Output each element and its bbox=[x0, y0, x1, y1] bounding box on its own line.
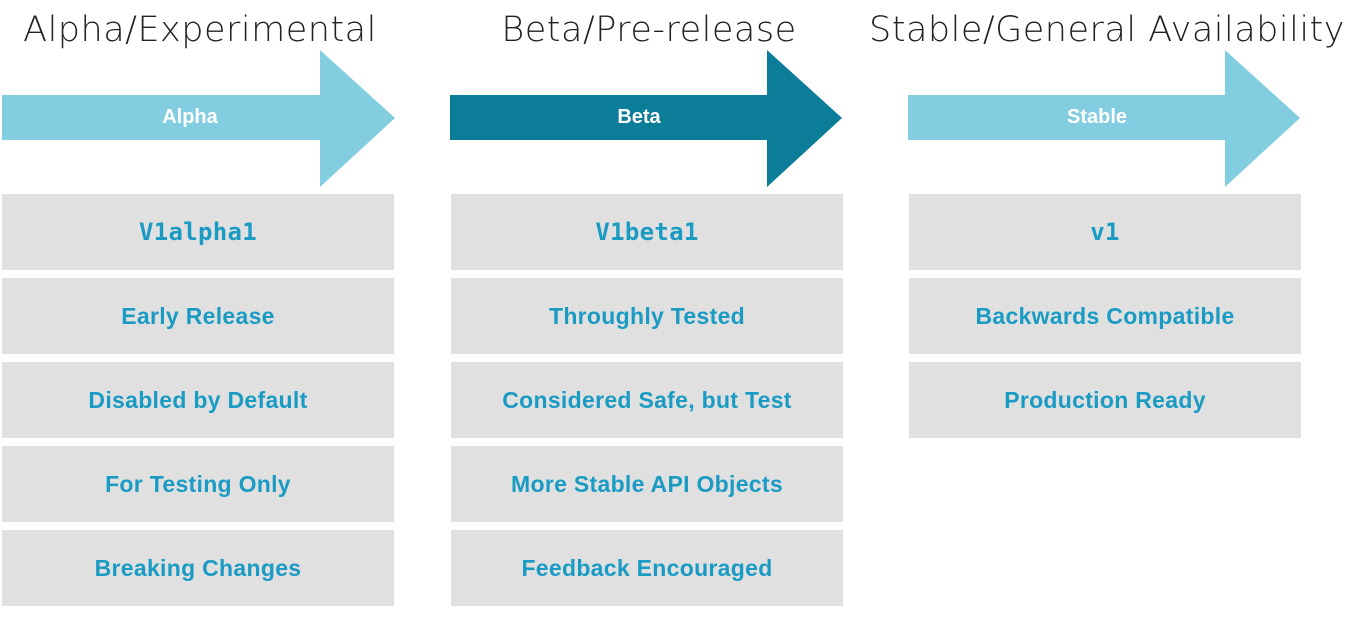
arrow-right-icon bbox=[908, 50, 1300, 187]
feature-card: Considered Safe, but Test bbox=[451, 362, 843, 438]
arrow-label: Stable bbox=[1066, 106, 1128, 128]
stage-stable: Stable/General Availability Stable v1 Ba… bbox=[869, 0, 1345, 618]
stage-alpha: Alpha/Experimental Alpha V1alpha1 Early … bbox=[0, 0, 400, 618]
feature-card: Disabled by Default bbox=[2, 362, 394, 438]
feature-card: More Stable API Objects bbox=[451, 446, 843, 522]
arrow-label: Alpha bbox=[162, 106, 218, 128]
feature-card: Production Ready bbox=[909, 362, 1301, 438]
card-list: V1beta1 Throughly Tested Considered Safe… bbox=[451, 194, 843, 614]
feature-card: Backwards Compatible bbox=[909, 278, 1301, 354]
arrow-right-icon bbox=[450, 50, 842, 187]
arrow-label: Beta bbox=[617, 106, 661, 128]
arrow-beta: Beta bbox=[449, 50, 849, 188]
stage-title: Alpha/Experimental bbox=[23, 10, 377, 50]
version-card: v1 bbox=[909, 194, 1301, 270]
card-list: V1alpha1 Early Release Disabled by Defau… bbox=[2, 194, 394, 614]
feature-card: Breaking Changes bbox=[2, 530, 394, 606]
card-list: v1 Backwards Compatible Production Ready bbox=[909, 194, 1301, 446]
arrow-stable: Stable bbox=[907, 50, 1307, 188]
feature-card: Early Release bbox=[2, 278, 394, 354]
stage-title: Beta/Pre-release bbox=[501, 10, 797, 50]
stage-title: Stable/General Availability bbox=[869, 10, 1345, 50]
version-card: V1alpha1 bbox=[2, 194, 394, 270]
arrow-right-icon bbox=[2, 50, 395, 187]
version-card: V1beta1 bbox=[451, 194, 843, 270]
feature-card: Feedback Encouraged bbox=[451, 530, 843, 606]
stage-beta: Beta/Pre-release Beta V1beta1 Throughly … bbox=[449, 0, 849, 618]
arrow-alpha: Alpha bbox=[0, 50, 400, 188]
feature-card: For Testing Only bbox=[2, 446, 394, 522]
feature-card: Throughly Tested bbox=[451, 278, 843, 354]
